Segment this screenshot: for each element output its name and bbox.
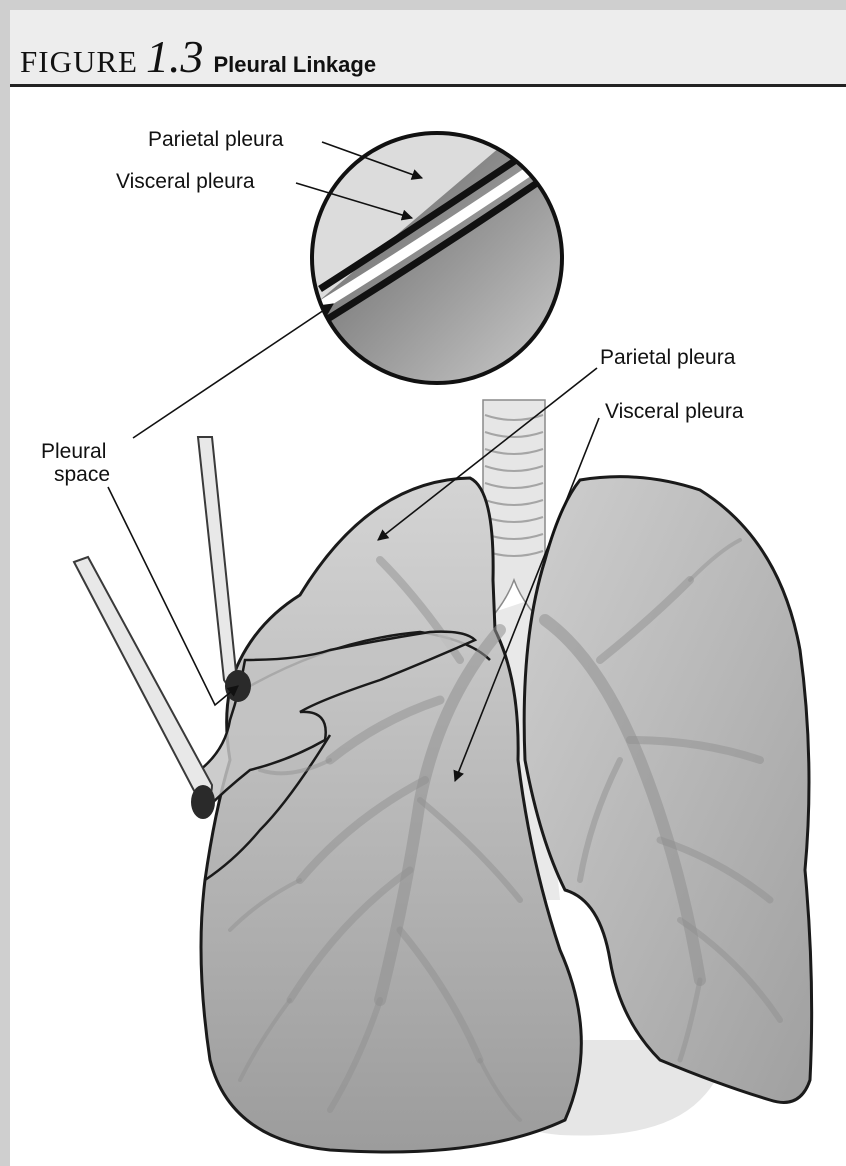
label-inset-visceral-pleura: Visceral pleura <box>116 170 255 193</box>
magnified-inset <box>312 130 570 390</box>
label-visceral-pleura: Visceral pleura <box>605 400 744 423</box>
label-parietal-pleura: Parietal pleura <box>600 346 735 369</box>
label-pleural-space-line2: space <box>54 463 110 486</box>
label-inset-parietal-pleura: Parietal pleura <box>148 128 283 151</box>
leader-pleural-space-inset <box>133 304 333 438</box>
retractor-lower <box>74 557 215 819</box>
label-pleural-space-line1: Pleural <box>41 440 106 463</box>
